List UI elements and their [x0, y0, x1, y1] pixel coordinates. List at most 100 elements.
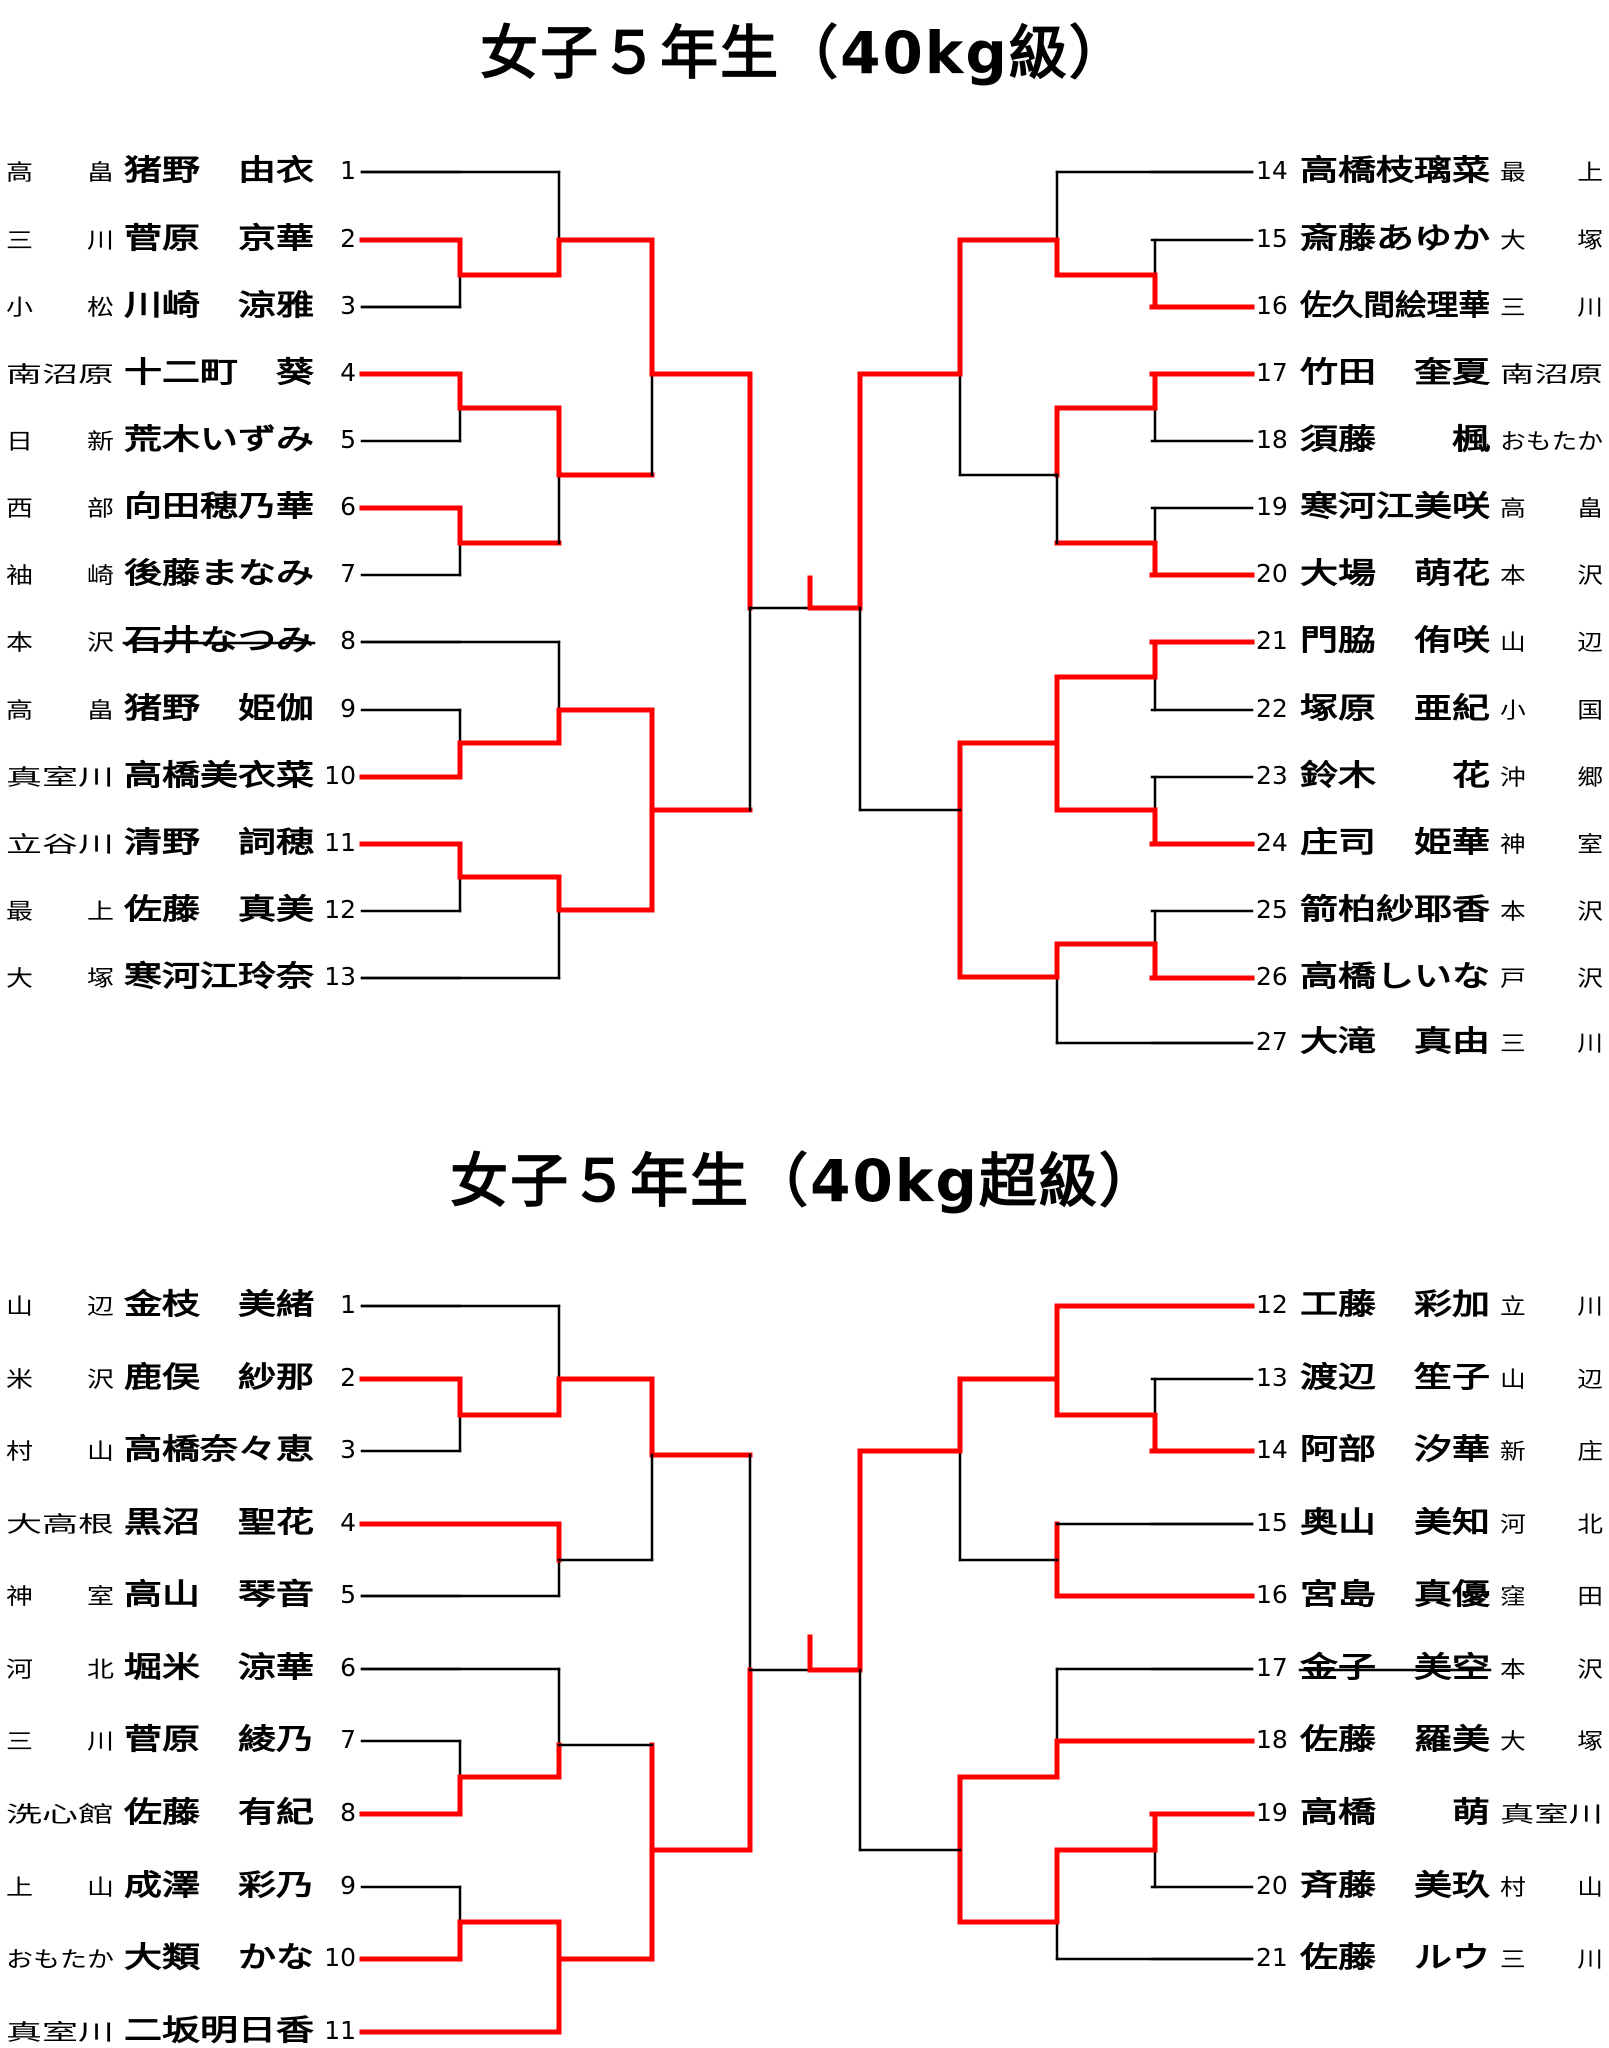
- entrant-name: 高山 琴音: [124, 1577, 314, 1611]
- entrant-affiliation: 三 川: [1500, 1948, 1603, 1973]
- entrant-name: 塚原 亜紀: [1300, 691, 1490, 725]
- entrant-number: 20: [1256, 1871, 1288, 1900]
- entrant-affiliation: 神 室: [6, 1585, 114, 1610]
- entrant-name: 堀米 涼華: [124, 1650, 314, 1684]
- entrant-affiliation: 山 辺: [6, 1295, 114, 1320]
- entrant-number: 9: [340, 1871, 356, 1900]
- entrant-number: 17: [1256, 1653, 1288, 1682]
- entrant-name: 箭柏紗耶香: [1300, 892, 1491, 926]
- entrant-name: 佐藤 ルウ: [1299, 1940, 1490, 1974]
- entrant-number: 7: [340, 1725, 356, 1754]
- entrant-number: 3: [340, 1435, 356, 1464]
- entrant-number: 10: [324, 1943, 356, 1972]
- entrant-name: 須藤 楓: [1300, 422, 1491, 456]
- entrant-number: 21: [1256, 626, 1288, 655]
- entrant-affiliation: 小 松: [6, 296, 114, 321]
- entrant-affiliation: 洗心館: [6, 1803, 114, 1828]
- entrant-name: 清野 詞穂: [124, 825, 314, 859]
- entrant-affiliation: 真室川: [1500, 1803, 1603, 1828]
- entrant-affiliation: 河 北: [6, 1658, 114, 1683]
- entrant-number: 3: [340, 291, 356, 320]
- entrant-number: 19: [1256, 1798, 1288, 1827]
- entrant-number: 14: [1256, 1435, 1288, 1464]
- entrant-affiliation: 村 山: [6, 1440, 114, 1465]
- entrant-name: 菅原 京華: [124, 221, 314, 255]
- entrant-number: 12: [324, 895, 356, 924]
- entrant-affiliation: 戸 沢: [1500, 967, 1603, 992]
- entrant-number: 4: [340, 358, 356, 387]
- entrant-number: 9: [340, 694, 356, 723]
- entrant-affiliation: 大 塚: [1500, 229, 1603, 254]
- section-title-40kg: 女子５年生（40kg級）: [480, 19, 1129, 87]
- entrant-affiliation: 本 沢: [1500, 900, 1603, 925]
- entrant-affiliation: 立 川: [1500, 1295, 1603, 1320]
- entrant-name: 門脇 侑咲: [1300, 623, 1491, 657]
- entrant-number: 15: [1256, 224, 1288, 253]
- entrant-number: 8: [340, 626, 356, 655]
- entrant-number: 2: [340, 1363, 356, 1392]
- entrant-name: 高橋奈々恵: [124, 1432, 314, 1466]
- entrant-name: 鈴木 花: [1300, 758, 1490, 792]
- entrant-affiliation: 立谷川: [6, 833, 114, 858]
- entrant-affiliation: 大 塚: [6, 967, 114, 992]
- entrant-name: 高橋 萌: [1300, 1795, 1490, 1829]
- entrant-affiliation: 山 辺: [1500, 631, 1603, 656]
- entrant-number: 13: [1256, 1363, 1288, 1392]
- entrant-affiliation: おもたか: [1500, 430, 1603, 455]
- entrant-number: 11: [324, 828, 356, 857]
- entrant-number: 13: [324, 962, 356, 991]
- entrant-name: 庄司 姫華: [1300, 825, 1490, 859]
- entrant-number: 14: [1256, 156, 1288, 185]
- entrant-affiliation: 新 庄: [1500, 1440, 1603, 1465]
- entrant-number: 2: [340, 224, 356, 253]
- entrant-affiliation: 本 沢: [6, 631, 114, 656]
- entrant-name: 工藤 彩加: [1300, 1287, 1490, 1321]
- entrant-affiliation: 米 沢: [6, 1368, 114, 1393]
- entrant-affiliation: 河 北: [1500, 1513, 1603, 1538]
- entrant-number: 18: [1256, 1725, 1288, 1754]
- entrant-name: 高橋しいな: [1300, 959, 1490, 993]
- entrant-number: 26: [1256, 962, 1288, 991]
- entrant-affiliation: 真室川: [6, 2021, 114, 2046]
- entrant-number: 21: [1256, 1943, 1288, 1972]
- entrant-affiliation: 三 川: [1500, 296, 1603, 321]
- entrant-affiliation: 大 塚: [1500, 1730, 1603, 1755]
- entrant-name: 金子 美空: [1299, 1650, 1490, 1684]
- entrant-affiliation: 最 上: [1500, 161, 1603, 186]
- entrant-number: 20: [1256, 559, 1288, 588]
- entrant-number: 6: [340, 1653, 356, 1682]
- entrant-number: 19: [1256, 492, 1288, 521]
- entrant-affiliation: 沖 郷: [1500, 766, 1603, 791]
- entrant-affiliation: 窪 田: [1500, 1585, 1603, 1610]
- entrant-name: 石井なつみ: [123, 623, 314, 657]
- entrant-affiliation: 西 部: [6, 497, 114, 522]
- entrant-affiliation: 大高根: [6, 1513, 114, 1538]
- entrant-number: 27: [1256, 1027, 1288, 1056]
- entrant-name: 鹿俣 紗那: [124, 1360, 314, 1394]
- entrant-number: 4: [340, 1508, 356, 1537]
- entrant-name: 二坂明日香: [124, 2013, 315, 2047]
- entrant-number: 17: [1256, 358, 1288, 387]
- entrant-affiliation: 南沼原: [1500, 363, 1603, 388]
- entrant-affiliation: 上 山: [6, 1876, 114, 1901]
- entrant-name: 後藤まなみ: [124, 556, 314, 590]
- entrant-affiliation: おもたか: [6, 1948, 114, 1973]
- entrant-name: 大場 萌花: [1300, 556, 1490, 590]
- entrant-number: 16: [1256, 1580, 1288, 1609]
- entrant-name: 猪野 由衣: [124, 153, 314, 187]
- entrant-affiliation: 山 辺: [1500, 1368, 1603, 1393]
- entrant-name: 向田穂乃華: [124, 489, 314, 523]
- entrant-number: 1: [340, 156, 356, 185]
- entrant-number: 7: [340, 559, 356, 588]
- entrant-name: 金枝 美緒: [123, 1287, 314, 1321]
- entrant-name: 大類 かな: [124, 1940, 314, 1974]
- entrant-name: 斉藤 美玖: [1300, 1868, 1490, 1902]
- entrant-number: 5: [340, 1580, 356, 1609]
- entrant-name: 猪野 姫伽: [124, 691, 314, 725]
- entrant-affiliation: 真室川: [6, 766, 114, 791]
- entrant-name: 荒木いずみ: [124, 422, 314, 456]
- entrant-name: 菅原 綾乃: [124, 1722, 314, 1756]
- entrant-number: 25: [1256, 895, 1288, 924]
- entrant-name: 高橋枝璃菜: [1300, 153, 1490, 187]
